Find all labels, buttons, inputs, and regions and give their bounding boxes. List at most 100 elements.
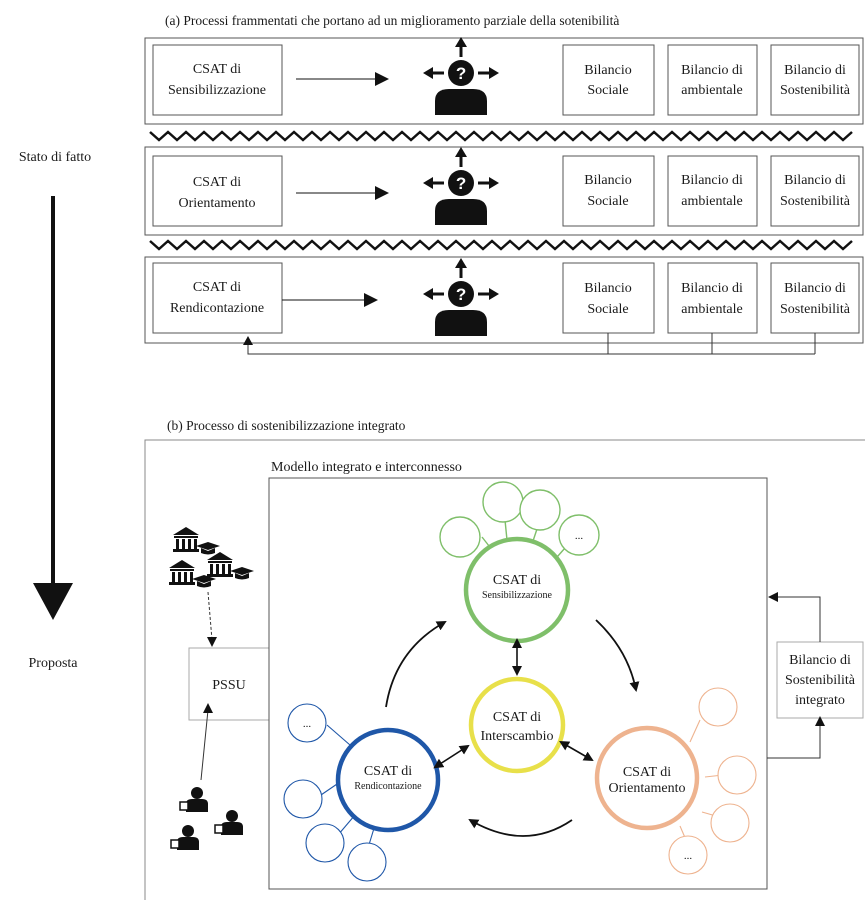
report-box-ambientale	[667, 155, 758, 227]
report-box-sociale	[562, 44, 655, 116]
section-a-caption: (a) Processi frammentati che portano ad …	[165, 13, 619, 28]
bilancio-integrato-line3: integrato	[795, 693, 845, 708]
university-building-icon	[207, 552, 254, 580]
cycle-arrow-sens-to-orient	[595, 619, 640, 692]
csat-box-line2: Rendicontazione	[170, 301, 264, 316]
row-rendicontazione: CSAT di Rendicontazione Bilancio Sociale…	[144, 256, 864, 355]
cycle-arrow-orient-to-rend	[468, 818, 573, 837]
csat-box-line1: CSAT di	[193, 62, 241, 77]
link-rend-inter	[433, 744, 470, 769]
report-line1: Bilancio di	[681, 63, 743, 78]
node-orientamento-line1: CSAT di	[623, 765, 671, 780]
node-sensibilizzazione-line2: Sensibilizzazione	[482, 590, 553, 601]
report-box-sostenibilita	[770, 44, 860, 116]
report-box-sostenibilita	[770, 155, 860, 227]
left-axis: Stato di fatto Proposta	[19, 150, 91, 671]
people-group-icon	[179, 786, 209, 813]
pssu-box	[188, 647, 270, 721]
zigzag-separator	[149, 130, 853, 142]
report-box-ambientale	[667, 262, 758, 334]
model-to-bilancio-line	[767, 720, 821, 759]
satellite-ellipsis: ...	[303, 718, 312, 730]
report-line2: Sostenibilità	[780, 83, 851, 98]
satellite-circle	[439, 516, 481, 558]
model-label: Modello integrato e interconnesso	[271, 460, 462, 475]
cycle-arrow-rend-to-sens	[385, 621, 447, 708]
report-box-sociale	[562, 155, 655, 227]
satellite-circle	[668, 835, 708, 875]
csat-box	[152, 44, 283, 116]
section-b: (b) Processo di sostenibilizzazione inte…	[144, 418, 865, 900]
bilancio-integrato-box	[776, 641, 864, 719]
section-a: (a) Processi frammentati che portano ad …	[144, 13, 864, 355]
satellites-sensibilizzazione	[439, 481, 600, 566]
report-line1: Bilancio	[584, 173, 631, 188]
satellite-ellipsis: ...	[684, 850, 693, 862]
node-interscambio-line2: Interscambio	[480, 729, 553, 744]
report-line1: Bilancio di	[784, 63, 846, 78]
proposta-label: Proposta	[29, 656, 79, 671]
satellite-circle	[519, 489, 561, 531]
report-line1: Bilancio di	[784, 173, 846, 188]
bilancio-to-model-line	[775, 596, 821, 642]
satellite-circle	[698, 687, 738, 727]
csat-box-line1: CSAT di	[193, 175, 241, 190]
node-interscambio-line1: CSAT di	[493, 710, 541, 725]
report-line1: Bilancio	[584, 281, 631, 296]
report-line2: Sociale	[587, 194, 628, 209]
people-group-icon	[170, 824, 200, 851]
report-line1: Bilancio di	[681, 281, 743, 296]
arrow-head	[207, 637, 217, 647]
csat-box-line2: Orientamento	[179, 196, 256, 211]
satellite-circle	[287, 703, 327, 743]
report-line2: ambientale	[681, 302, 742, 317]
report-line2: Sociale	[587, 302, 628, 317]
csat-box	[152, 155, 283, 227]
satellite-link	[326, 724, 351, 746]
csat-box	[152, 262, 283, 334]
arrow-head	[768, 592, 778, 602]
arrow-head	[815, 716, 825, 726]
satellite-circle	[717, 755, 757, 795]
satellite-circle	[558, 514, 600, 556]
report-line2: Sociale	[587, 83, 628, 98]
arrow-head	[203, 703, 213, 713]
satellite-circle	[305, 823, 345, 863]
satellite-circle	[710, 803, 750, 843]
node-rendicontazione-ring	[335, 727, 441, 833]
report-line2: Sostenibilità	[780, 302, 851, 317]
report-box-ambientale	[667, 44, 758, 116]
feedback-line	[247, 343, 815, 355]
report-line2: ambientale	[681, 194, 742, 209]
row-arrow-head	[364, 293, 378, 307]
node-sensibilizzazione-line1: CSAT di	[493, 573, 541, 588]
csat-box-line1: CSAT di	[193, 280, 241, 295]
people-group	[170, 786, 244, 851]
report-box-sociale	[562, 262, 655, 334]
satellite-circle	[482, 481, 524, 523]
pssu-label: PSSU	[212, 678, 245, 693]
link-inter-orient	[559, 741, 594, 761]
section-b-frame	[144, 439, 865, 900]
csat-box-line2: Sensibilizzazione	[168, 83, 266, 98]
report-line2: ambientale	[681, 83, 742, 98]
bilancio-integrato-line2: Sostenibilità	[785, 673, 856, 688]
report-line1: Bilancio di	[784, 281, 846, 296]
report-line2: Sostenibilità	[780, 194, 851, 209]
node-orientamento-line2: Orientamento	[609, 781, 686, 796]
node-rendicontazione-line1: CSAT di	[364, 764, 412, 779]
satellites-rendicontazione	[283, 703, 387, 882]
satellite-ellipsis: ...	[575, 530, 584, 542]
people-group-icon	[214, 809, 244, 836]
node-rendicontazione-line2: Rendicontazione	[354, 781, 422, 792]
report-box-sostenibilita	[770, 262, 860, 334]
row-orientamento: CSAT di Orientamento Bilancio Sociale Bi…	[144, 145, 864, 236]
report-line1: Bilancio di	[681, 173, 743, 188]
row-arrow-head	[375, 72, 389, 86]
satellite-link	[689, 719, 701, 743]
row-sensibilizzazione: CSAT di Sensibilizzazione Bilancio Socia…	[144, 35, 864, 125]
institutions-to-pssu-arrow	[207, 591, 213, 641]
university-building-icon	[169, 560, 216, 588]
feedback-arrow-head	[243, 336, 253, 345]
